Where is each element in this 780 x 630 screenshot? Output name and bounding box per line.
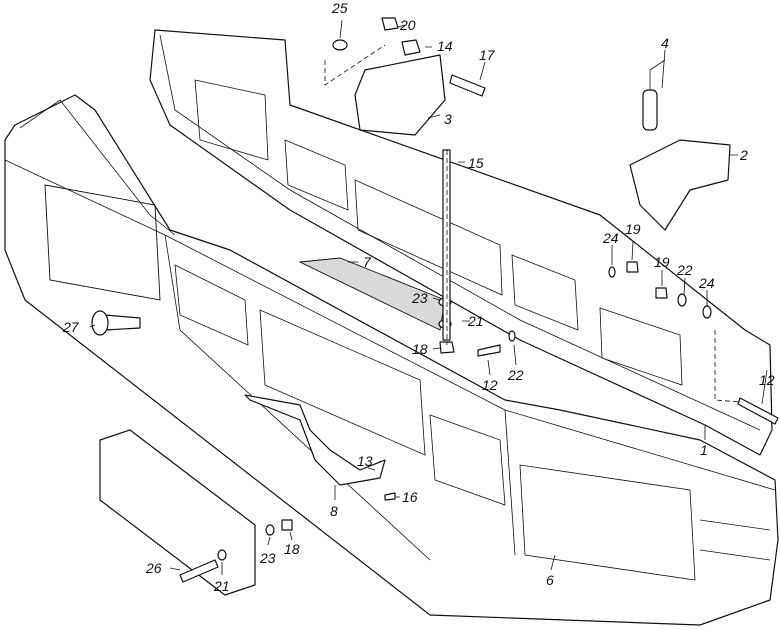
callout-12: 12 (482, 377, 498, 393)
callout-7: 7 (363, 254, 371, 270)
callout-18: 18 (412, 341, 428, 357)
callout-23-b: 23 (260, 550, 276, 566)
callout-20: 20 (400, 17, 416, 33)
callout-24-b: 24 (699, 275, 715, 291)
callout-25: 25 (332, 0, 348, 16)
callout-19: 19 (625, 221, 641, 237)
callout-6: 6 (546, 572, 554, 588)
bolt-27 (104, 314, 141, 331)
callout-21-b: 21 (214, 578, 230, 594)
bracket-2 (629, 139, 731, 231)
callout-4: 4 (661, 35, 669, 51)
callout-16: 16 (402, 489, 418, 505)
callout-26: 26 (146, 560, 162, 576)
callout-2: 2 (740, 147, 748, 163)
plate-bracket (244, 394, 386, 486)
callout-14: 14 (437, 38, 453, 54)
callout-22: 22 (677, 262, 693, 278)
callout-15: 15 (468, 155, 484, 171)
callout-17: 17 (479, 47, 495, 63)
license-plate (99, 429, 256, 596)
callout-3: 3 (444, 111, 452, 127)
callout-23: 23 (412, 290, 428, 306)
callout-13: 13 (357, 453, 373, 469)
callout-12-b: 12 (759, 372, 775, 388)
fasteners (179, 17, 779, 583)
pin-4 (642, 89, 658, 131)
callout-18-b: 18 (284, 541, 300, 557)
callout-19-b: 19 (654, 254, 670, 270)
callout-21: 21 (468, 313, 484, 329)
bracket-3 (354, 54, 446, 136)
callout-27: 27 (63, 319, 79, 335)
callout-8: 8 (330, 503, 338, 519)
callout-1: 1 (700, 442, 708, 458)
callout-24: 24 (603, 230, 619, 246)
callout-22-b: 22 (508, 367, 524, 383)
bumper-beam (149, 29, 773, 456)
leader-lines (89, 19, 768, 575)
